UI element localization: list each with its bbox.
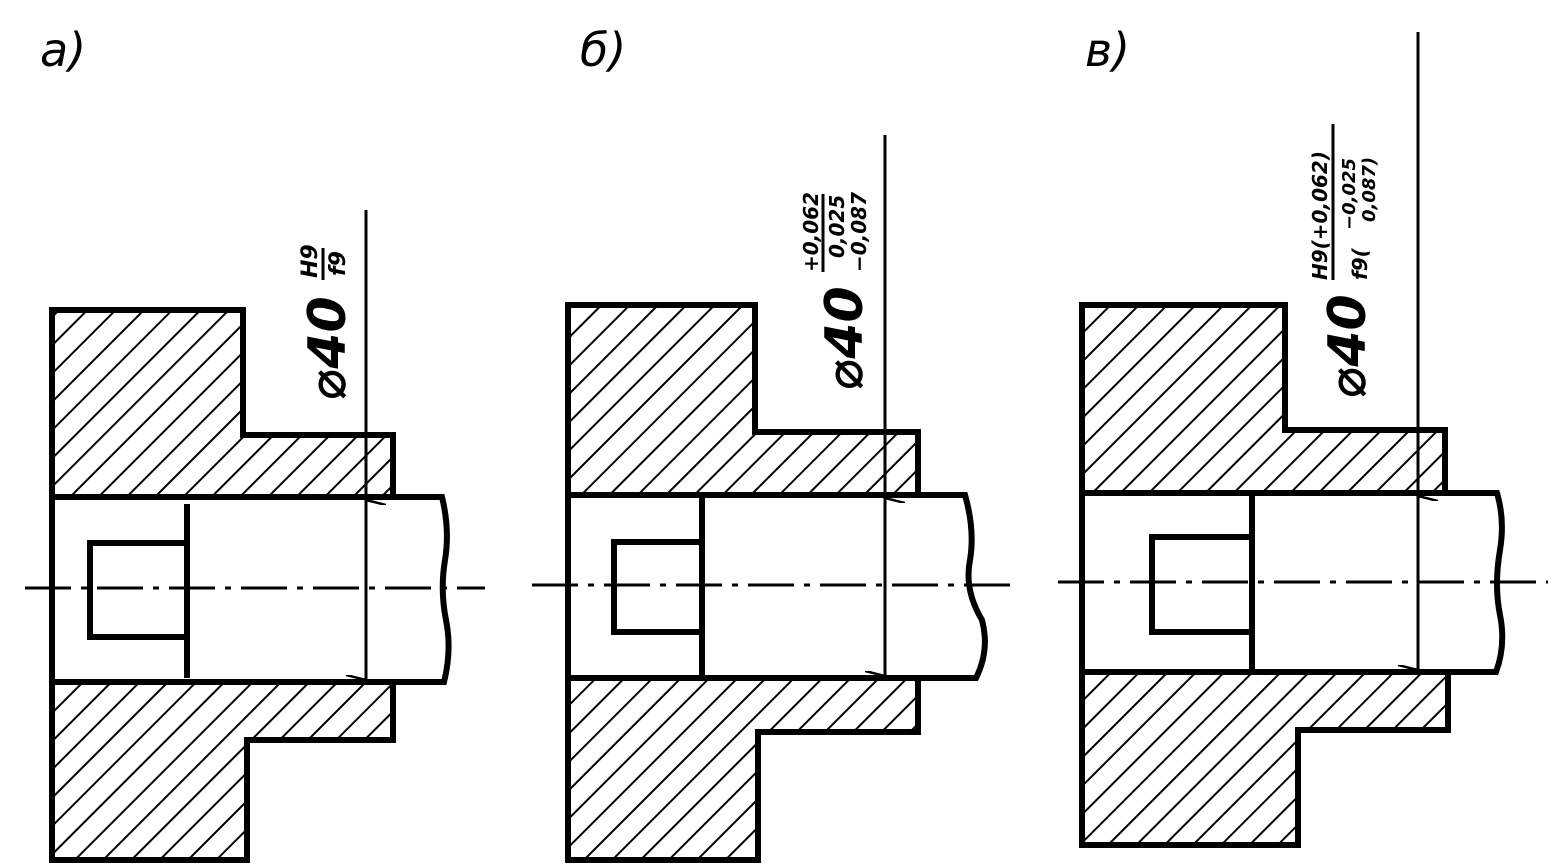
panel-c-shaft-lower-deviation: 0,087): [1359, 157, 1380, 222]
panel-c-diameter: ⌀40: [1318, 294, 1378, 398]
panel-a-annotation: ⌀40 H9 f9: [298, 244, 358, 400]
panel-c-label: в): [1085, 23, 1130, 77]
panel-a-fit-hole: H9: [298, 244, 323, 278]
panel-a-diameter: ⌀40: [298, 296, 358, 400]
panel-a-housing-lower: [49, 679, 396, 863]
panel-b-shaft-lower-deviation: −0,087: [847, 192, 871, 272]
panel-c-housing-upper: [1079, 302, 1448, 496]
panel-b: б) ⌀40 +0,062 0,025 −0,087: [532, 23, 1012, 863]
panel-b-shaft-upper-deviation: 0,025: [825, 195, 849, 258]
panel-c-annotation: ⌀40 H9(+0,062) f9( −0,025 0,087): [1308, 124, 1380, 398]
panel-c-pocket: [1149, 534, 1252, 635]
panel-b-housing-lower: [565, 675, 921, 863]
panel-c-housing-lower: [1079, 669, 1451, 848]
panel-b-diameter: ⌀40: [815, 286, 875, 390]
panel-c-shaft-body: [1249, 490, 1506, 675]
panel-c-hole-tolerance: H9(+0,062): [1308, 151, 1332, 280]
panel-a: а) ⌀40 H9 f9: [25, 23, 485, 863]
panel-b-pocket: [611, 539, 702, 635]
panel-a-shaft-body: [187, 494, 452, 685]
panel-a-fit-shaft: f9: [326, 251, 351, 276]
panel-a-label: а): [40, 23, 86, 77]
panel-b-annotation: ⌀40 +0,062 0,025 −0,087: [799, 192, 875, 390]
panel-a-pocket: [87, 540, 187, 640]
panel-b-shaft-body: [699, 492, 988, 681]
panel-b-label: б): [580, 23, 626, 77]
panel-c-shaft-tolerance-class: f9(: [1348, 247, 1372, 280]
panel-c: в) ⌀40 H9(+0,062) f9( −0,025 0,087): [1058, 23, 1548, 848]
panel-c-shaft-upper-deviation: −0,025: [1339, 158, 1360, 230]
panel-b-hole-upper-deviation: +0,062: [799, 192, 823, 272]
